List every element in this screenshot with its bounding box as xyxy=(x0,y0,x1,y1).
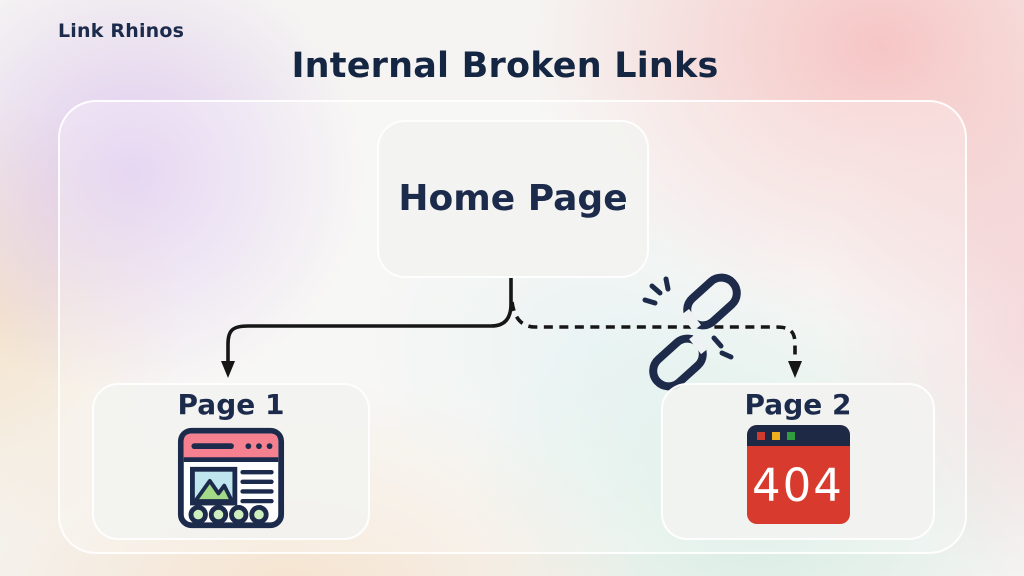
webpage-icon xyxy=(176,423,286,535)
window-button-yellow xyxy=(771,431,780,440)
error-code-text: 404 xyxy=(752,458,844,512)
page-1-label: Page 1 xyxy=(177,388,285,421)
window-button-green xyxy=(786,431,795,440)
home-page-label: Home Page xyxy=(398,178,628,220)
node-home-page: Home Page xyxy=(377,120,649,278)
window-button-red xyxy=(756,431,765,440)
error-404-icon: 404 xyxy=(746,425,850,525)
node-page-2: Page 2 404 xyxy=(661,383,935,540)
node-page-1: Page 1 xyxy=(92,383,370,540)
page-title: Internal Broken Links xyxy=(291,46,719,86)
page-2-label: Page 2 xyxy=(744,388,852,421)
brand-logo: Link Rhinos xyxy=(58,20,185,42)
browser-titlebar xyxy=(746,425,850,447)
